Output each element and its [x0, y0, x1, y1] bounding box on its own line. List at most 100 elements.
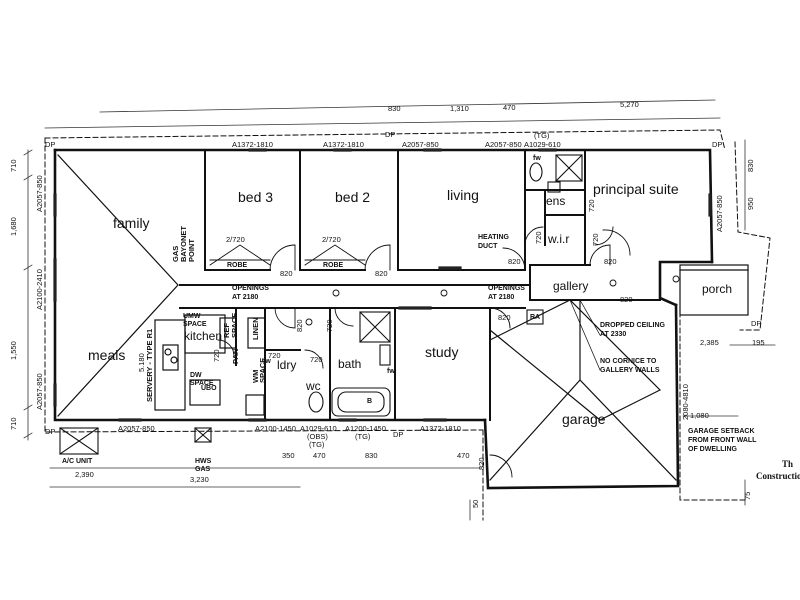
downpipe-4: DP	[45, 427, 56, 436]
window-code-left-3: A2057-850	[35, 373, 44, 410]
title-block-construction: Construction	[756, 471, 800, 481]
dim-bot-b: 470	[313, 451, 326, 460]
note-umw: UMW	[183, 313, 201, 320]
dimension-lines	[23, 99, 776, 521]
dim-left-c: 1,550	[9, 341, 18, 360]
downpipe-5: DP	[393, 430, 404, 439]
window-code-top-2: A1372-1810	[323, 140, 364, 149]
dim-bot-c: 830	[365, 451, 378, 460]
door-size-ldry-2: 720	[268, 351, 281, 360]
room-label-bed3: bed 3	[238, 189, 274, 205]
door-size-bed3: 820	[280, 269, 293, 278]
door-size-gallery: 820	[620, 295, 633, 304]
room-label-garage: garage	[562, 411, 606, 427]
room-label-porch: porch	[702, 282, 733, 296]
dim-top-b: 1,310	[450, 104, 469, 113]
dim-left-a: 710	[9, 159, 18, 172]
note-pan: PAN	[231, 348, 240, 364]
downpipe-1: DP	[45, 140, 56, 149]
window-ticks	[53, 148, 712, 422]
window-code-bottom-4: A1200-1450	[345, 424, 386, 433]
window-code-left-2: A2100-2410	[35, 269, 44, 310]
room-label-principal-suite: principal suite	[593, 181, 679, 197]
dim-left-d: 710	[9, 417, 18, 430]
door-size-bed2-robe: 2/720	[322, 235, 341, 244]
note-gallery-walls: GALLERY WALLS	[600, 367, 660, 374]
note-hws-gas: GAS	[195, 466, 211, 473]
room-label-wir: w.i.r	[548, 232, 570, 246]
window-code-bottom-2: A2100-1450	[255, 424, 296, 433]
downpipe-2: DP	[385, 130, 396, 139]
room-label-kitchen: kitchen	[184, 329, 223, 343]
window-code-bottom-3-obs: (OBS)	[307, 432, 328, 441]
dim-porch-b: 195	[752, 338, 765, 347]
note-openings-right-height: AT 2180	[488, 294, 515, 301]
kitchen-benches	[154, 314, 266, 416]
door-size-ldry-1: 820	[295, 319, 304, 332]
door-size-bed3-robe: 2/720	[226, 235, 245, 244]
room-label-bath: bath	[338, 357, 362, 371]
dim-right-a: 830	[746, 159, 755, 172]
room-label-gallery: gallery	[553, 279, 589, 293]
note-hws: HWS	[195, 458, 212, 465]
note-heating: HEATING	[478, 234, 509, 241]
window-code-garage-side: 2080-4810	[681, 384, 690, 420]
dim-bot-d: 470	[457, 451, 470, 460]
door-size-principal: 820	[604, 257, 617, 266]
dim-top-a: 830	[388, 104, 401, 113]
note-ra: RA	[530, 314, 541, 321]
note-dropped-ceiling: DROPPED CEILING	[600, 322, 665, 329]
window-code-bottom-3: A1029-610	[300, 424, 337, 433]
door-size-wir-2: 720	[534, 231, 543, 244]
note-fw-ens: fw	[533, 155, 541, 162]
window-code-right-1: A2057-850	[715, 195, 724, 232]
roof-hip-lines	[57, 154, 677, 481]
note-setback-dwelling: OF DWELLING	[688, 446, 737, 453]
note-setback-front-wall: FROM FRONT WALL	[688, 437, 757, 444]
door-size-living: 820	[508, 257, 521, 266]
door-swings	[217, 226, 631, 478]
window-code-bottom-3-tg: (TG)	[309, 440, 325, 449]
door-size-bed2: 820	[375, 269, 388, 278]
dim-left-b: 1,680	[9, 217, 18, 236]
window-code-left-1: A2057-850	[35, 175, 44, 212]
dim-ac: 2,390	[75, 470, 94, 479]
room-label-living: living	[447, 187, 479, 203]
dim-garage-a: 1,080	[690, 411, 709, 420]
room-label-meals: meals	[88, 347, 126, 363]
door-size-study: 820	[498, 313, 511, 322]
robe-rails	[209, 244, 366, 266]
room-label-ldry: ldry	[277, 358, 297, 372]
downpipe-6: DP	[751, 319, 762, 328]
downpipe-3: DP	[712, 140, 723, 149]
note-dropped-ceiling-height: AT 2330	[600, 331, 627, 338]
window-code-bottom-5: A1372-1810	[420, 424, 461, 433]
dim-servery-height: 5.180	[137, 353, 146, 372]
door-size-wc: 720	[310, 355, 323, 364]
dim-bot-a: 350	[282, 451, 295, 460]
note-openings-left-height: AT 2180	[232, 294, 259, 301]
note-servery: SERVERY - TYPE R1	[145, 328, 154, 402]
porch-outline	[679, 264, 749, 316]
door-size-wir: 720	[591, 233, 600, 246]
note-ac-unit: A/C UNIT	[62, 458, 93, 465]
window-code-top-4: A2057-850	[485, 140, 522, 149]
note-garage-setback: GARAGE SETBACK	[688, 428, 755, 435]
note-robe-bed3: ROBE	[227, 262, 248, 269]
bathroom-fixtures	[308, 154, 583, 417]
note-openings-left: OPENINGS	[232, 285, 269, 292]
eave-outline	[44, 129, 771, 521]
room-label-wc: wc	[306, 379, 321, 393]
ceiling-lights	[305, 275, 680, 326]
window-code-top-tg: (TG)	[534, 131, 550, 140]
note-umw-space: SPACE	[183, 321, 207, 328]
window-code-top-5: A1029-610	[524, 140, 561, 149]
external-units	[59, 309, 544, 455]
title-block-th: Th	[782, 459, 794, 469]
leader-lines	[569, 299, 601, 371]
door-size-ens: 720	[587, 199, 596, 212]
note-gas-point: POINT	[187, 239, 196, 262]
window-code-top-1: A1372-1810	[232, 140, 273, 149]
note-robe-bed2: ROBE	[323, 262, 344, 269]
